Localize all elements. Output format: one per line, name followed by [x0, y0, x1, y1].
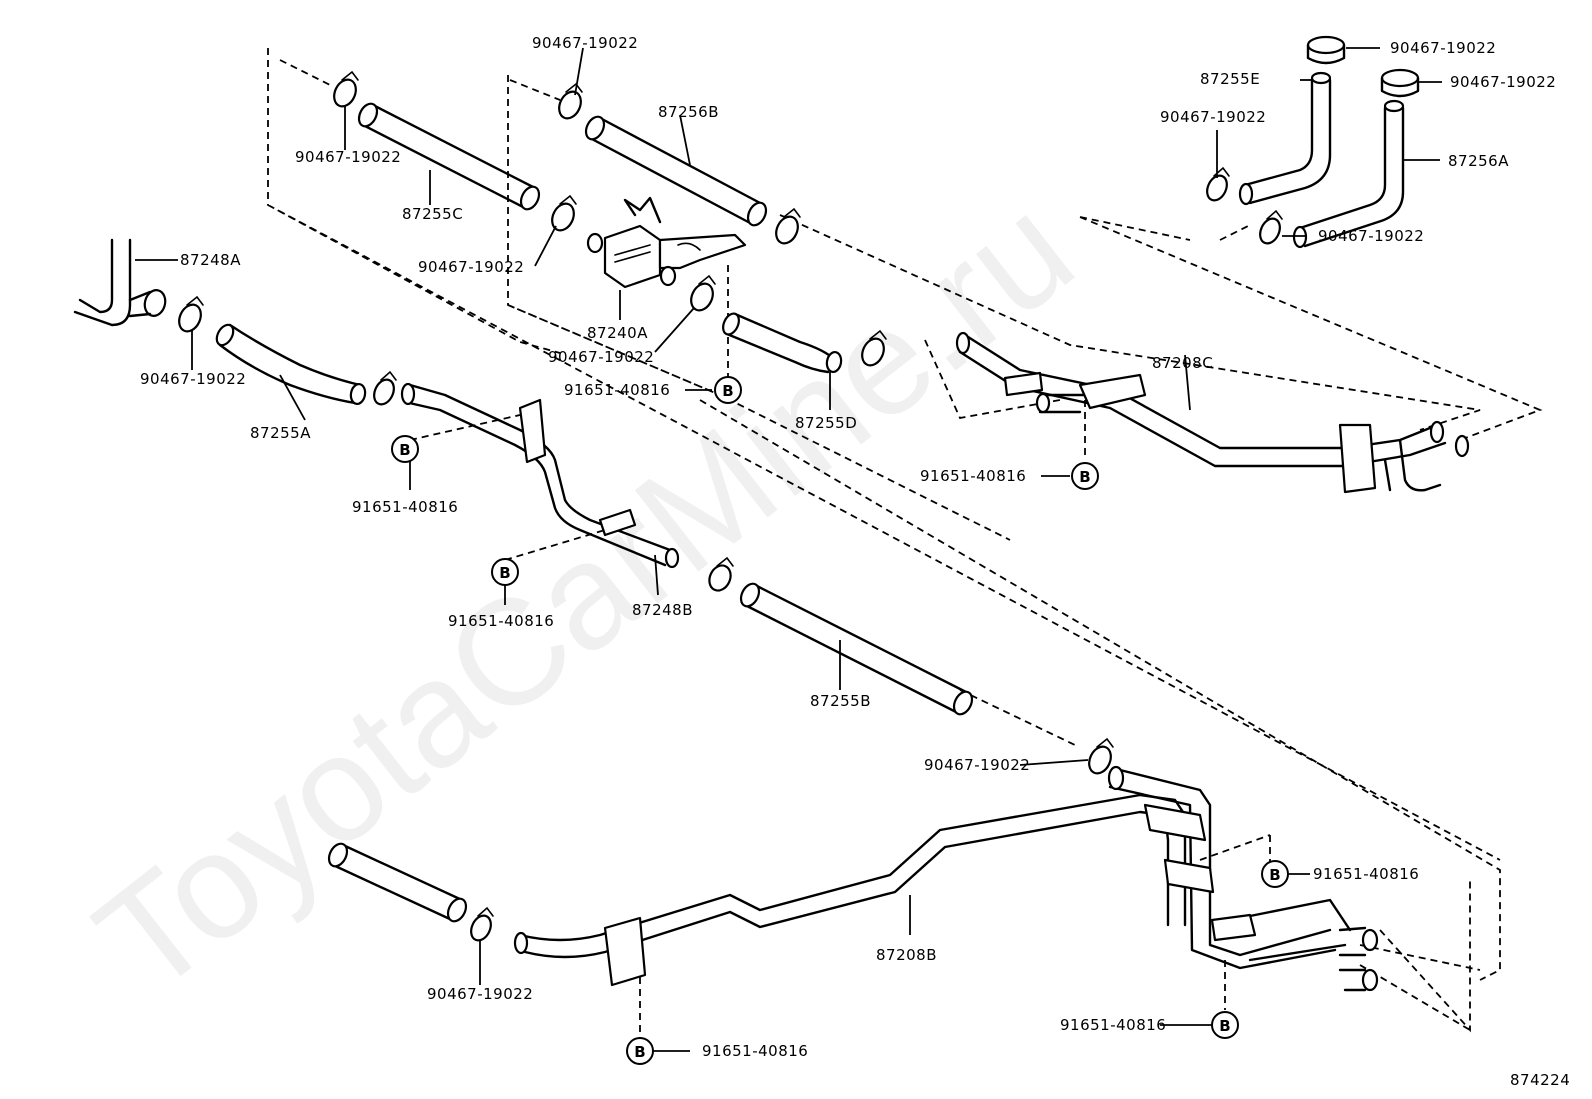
label-hose-87255a: 87255A	[250, 424, 311, 442]
clamp-icon	[1259, 209, 1283, 245]
svg-text:B: B	[1269, 866, 1280, 884]
label-bolt: 91651-40816	[352, 498, 458, 516]
label-hose-87256b: 87256B	[658, 103, 719, 121]
valve-87240a	[586, 196, 747, 289]
clamp-icon	[373, 370, 397, 406]
hose-87255b	[739, 582, 974, 716]
label-hose-87255c: 87255C	[402, 205, 463, 223]
label-bolt: 91651-40816	[564, 381, 670, 399]
watermark: ToyotaCarMine.ru	[66, 164, 1102, 1025]
label-pipe-87248a: 87248A	[180, 251, 241, 269]
bolt-b-marker: B	[1211, 1011, 1239, 1039]
label-clamp: 90467-19022	[1450, 73, 1556, 91]
dashed-outline-left	[267, 48, 1501, 861]
dashed-outline-middle	[507, 75, 1011, 541]
pipe-87208b	[513, 765, 1379, 992]
clamp-top-icon	[1306, 35, 1346, 65]
clamp-icon	[1206, 166, 1230, 202]
label-clamp: 90467-19022	[418, 258, 524, 276]
dashed-lead-3	[959, 689, 1076, 746]
hose-87255a	[215, 323, 367, 406]
label-hose-87256a: 87256A	[1448, 152, 1509, 170]
hose-87255e	[1238, 71, 1332, 206]
clamp-icon	[551, 194, 577, 232]
hose-rear-short	[327, 842, 468, 923]
bolt-markers: B B B B B B B	[391, 376, 1289, 1065]
part-labels: 90467-19022 90467-19022 90467-19022 8725…	[140, 34, 1570, 1089]
clamp-icon	[178, 295, 204, 333]
label-bolt: 91651-40816	[448, 612, 554, 630]
label-clamp: 90467-19022	[924, 756, 1030, 774]
svg-text:B: B	[1079, 468, 1090, 486]
clamp-icon	[1088, 737, 1114, 775]
dashed-outline-heater	[779, 214, 1481, 431]
label-clamp: 90467-19022	[295, 148, 401, 166]
pipe-87248a	[73, 238, 167, 327]
svg-text:B: B	[1219, 1017, 1230, 1035]
label-valve-87240a: 87240A	[587, 324, 648, 342]
clamp-icon	[775, 207, 801, 245]
label-clamp: 90467-19022	[532, 34, 638, 52]
svg-text:B: B	[499, 564, 510, 582]
dashed-outline-right	[1079, 216, 1543, 441]
label-bolt: 91651-40816	[1060, 1016, 1166, 1034]
clamp-icon	[470, 906, 494, 942]
clamp-icon	[690, 274, 716, 312]
label-hose-87255d: 87255D	[795, 414, 857, 432]
label-bolt: 91651-40816	[920, 467, 1026, 485]
bolt-b-marker: B	[714, 376, 742, 404]
diagram-id: 874224	[1510, 1071, 1570, 1089]
hose-87255d	[722, 312, 843, 374]
clamp-icon	[333, 70, 359, 108]
dashed-outline-rear	[1379, 880, 1471, 1033]
clamp-icon	[558, 82, 583, 120]
bolt-b-marker: B	[626, 1037, 654, 1065]
bolt-b-marker: B	[391, 435, 419, 463]
dashed-bolt-lead-1	[409, 414, 521, 441]
dashed-lead-2	[509, 79, 561, 101]
dashed-lead-6	[1219, 224, 1251, 241]
hose-87256b	[584, 115, 768, 227]
label-pipe-87248b: 87248B	[632, 601, 693, 619]
label-hose-87255e: 87255E	[1200, 70, 1260, 88]
pipe-87208c	[955, 331, 1470, 494]
bolt-b-marker: B	[1071, 462, 1099, 490]
bolt-b-marker: B	[491, 558, 519, 586]
label-pipe-87208b: 87208B	[876, 946, 937, 964]
label-bolt: 91651-40816	[702, 1042, 808, 1060]
bolt-b-marker: B	[1261, 860, 1289, 888]
label-pipe-87208c: 87208C	[1152, 354, 1213, 372]
clamp-icon	[861, 329, 887, 367]
label-clamp: 90467-19022	[1160, 108, 1266, 126]
label-clamp: 90467-19022	[427, 985, 533, 1003]
label-clamp: 90467-19022	[1318, 227, 1424, 245]
label-hose-87255b: 87255B	[810, 692, 871, 710]
dashed-lead-5	[1359, 964, 1471, 1031]
label-clamp: 90467-19022	[140, 370, 246, 388]
dashed-outline-main	[699, 399, 1501, 981]
svg-text:B: B	[399, 441, 410, 459]
svg-text:B: B	[634, 1043, 645, 1061]
dashed-lead-1	[279, 59, 331, 86]
hose-87256a	[1292, 99, 1405, 249]
label-clamp: 90467-19022	[548, 348, 654, 366]
label-clamp: 90467-19022	[1390, 39, 1496, 57]
label-bolt: 91651-40816	[1313, 865, 1419, 883]
dashed-lead-4	[1359, 944, 1481, 971]
svg-text:B: B	[722, 382, 733, 400]
pipe-87248b	[400, 382, 680, 569]
dashed-bolt-lead-2	[504, 529, 606, 561]
clamp-icon	[708, 556, 734, 592]
clamp-top-icon	[1380, 68, 1420, 98]
hose-87255c	[357, 102, 541, 211]
clamps	[178, 35, 1420, 942]
